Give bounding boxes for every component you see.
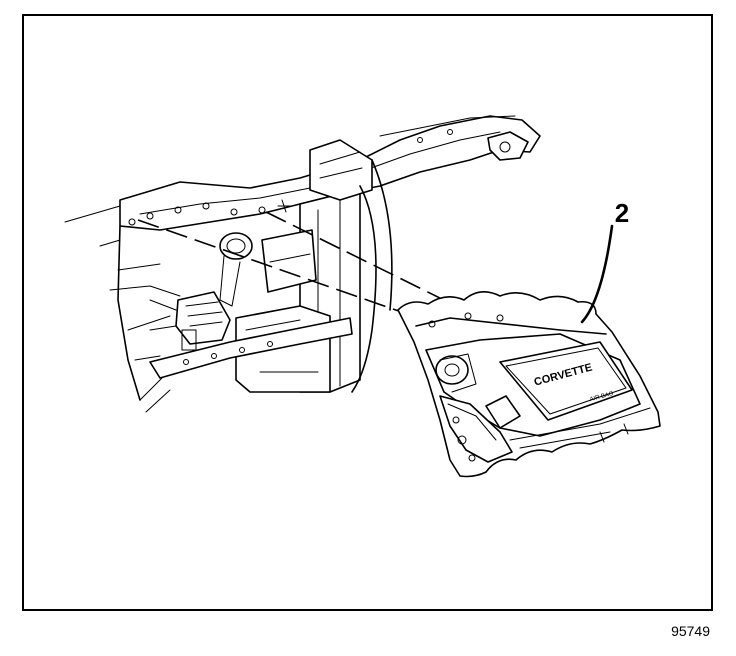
callout-leader-line [580,224,614,324]
airbag-module: CORVETTE AIR BAG [397,291,661,478]
alignment-lines [137,211,453,323]
figure-number: 95749 [671,623,710,639]
callout-label: 2 [615,198,629,228]
instrument-panel-structure [64,115,541,413]
callout-2: 2 [580,198,629,324]
figure-frame [22,14,713,611]
